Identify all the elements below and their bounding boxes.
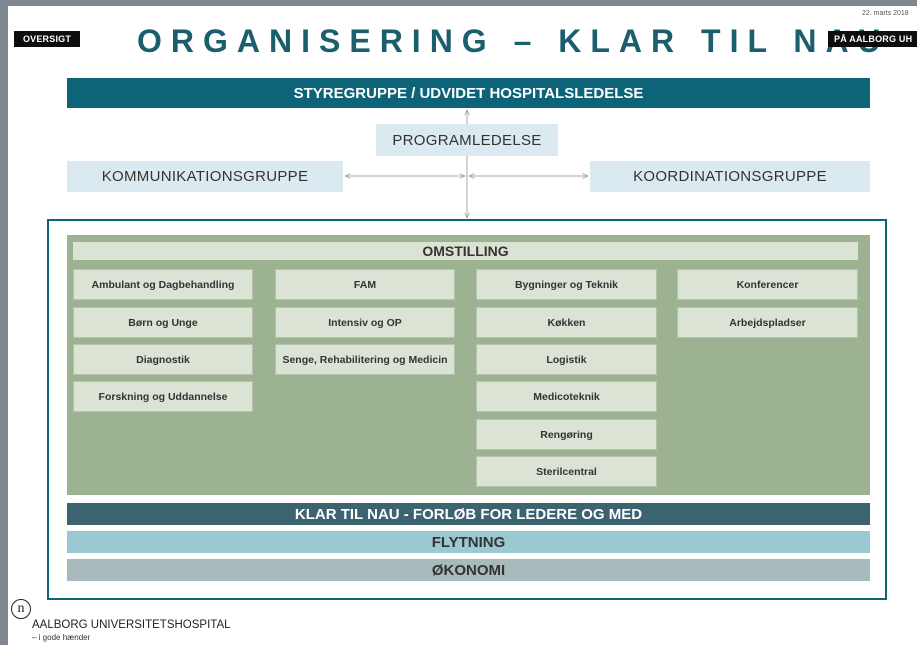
flytning-bar: FLYTNING [67,531,870,553]
koordinationsgruppe-box: KOORDINATIONSGRUPPE [590,161,870,192]
hospital-tag: PÅ AALBORG UH [828,31,917,47]
date-label: 22. marts 2018 [862,10,909,17]
unit-fam: FAM [275,269,455,300]
klar-til-nau-forloeb-bar: KLAR TIL NAU - FORLØB FOR LEDERE OG MED [67,503,870,525]
unit-konferencer: Konferencer [677,269,858,300]
unit-forskning-uddannelse: Forskning og Uddannelse [73,381,253,412]
styregruppe-bar: STYREGRUPPE / UDVIDET HOSPITALSLEDELSE [67,78,870,108]
unit-bygninger-teknik: Bygninger og Teknik [476,269,657,300]
unit-intensiv-op: Intensiv og OP [275,307,455,338]
unit-logistik: Logistik [476,344,657,375]
omstilling-title: OMSTILLING [73,242,858,260]
kommunikationsgruppe-box: KOMMUNIKATIONSGRUPPE [67,161,343,192]
unit-medicoteknik: Medicoteknik [476,381,657,412]
unit-rengoering: Rengøring [476,419,657,450]
unit-sterilcentral: Sterilcentral [476,456,657,487]
hospital-name: AALBORG UNIVERSITETSHOSPITAL [32,619,231,631]
oversigt-tag: OVERSIGT [14,31,80,47]
page-title: ORGANISERING – KLAR TIL NAU [137,23,890,59]
unit-senge-rehabilitering-medicin: Senge, Rehabilitering og Medicin [275,344,455,375]
programledelse-box: PROGRAMLEDELSE [376,124,558,156]
klar-til-nau-frame [47,219,887,600]
window-frame-left [0,0,8,645]
unit-diagnostik: Diagnostik [73,344,253,375]
unit-arbejdspladser: Arbejdspladser [677,307,858,338]
oekonomi-bar: ØKONOMI [67,559,870,581]
hospital-logo-icon: n [11,599,31,619]
unit-boern-unge: Børn og Unge [73,307,253,338]
unit-ambulant-dagbehandling: Ambulant og Dagbehandling [73,269,253,300]
unit-koekken: Køkken [476,307,657,338]
hospital-tagline: – i gode hænder [32,633,91,642]
window-frame-top [0,0,917,6]
